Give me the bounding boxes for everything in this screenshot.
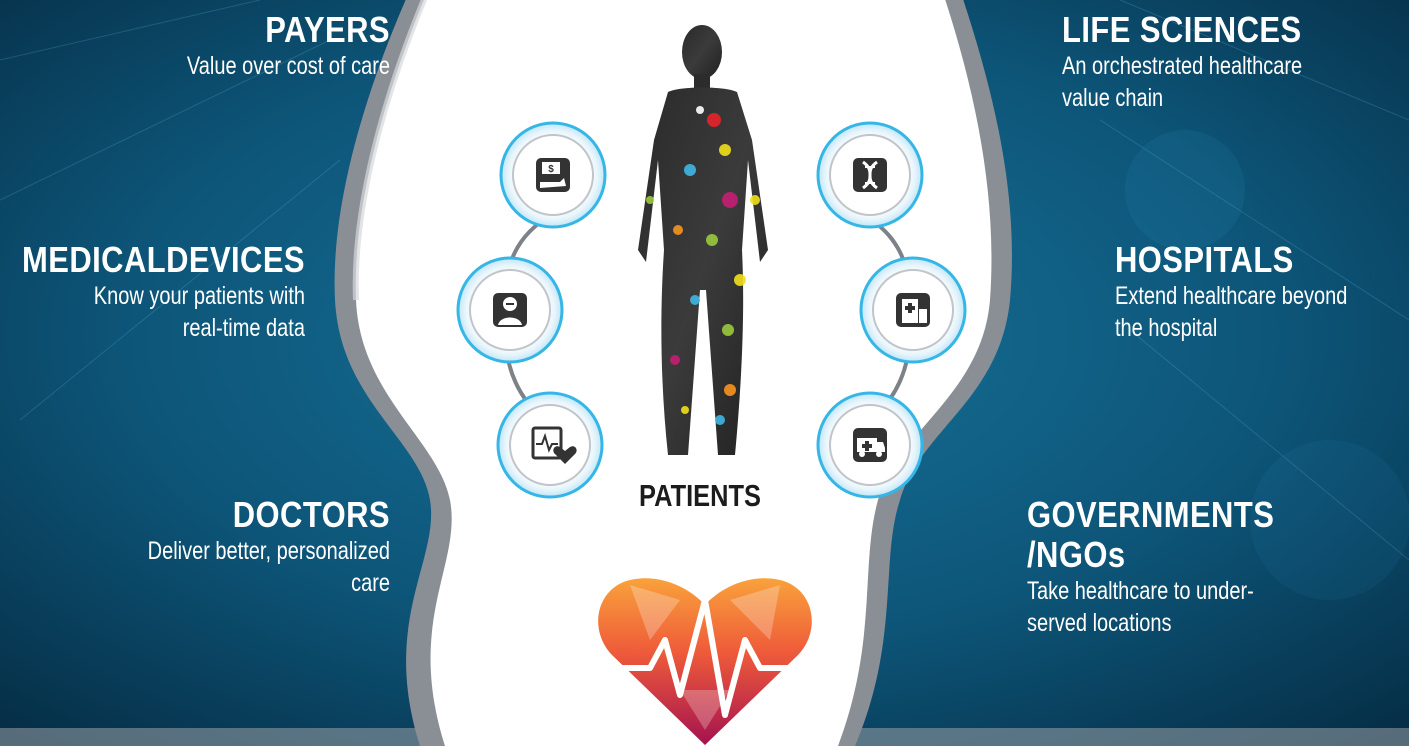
hospital-building-icon: [859, 256, 967, 364]
stakeholder-description: Deliver better, personalized care: [147, 537, 390, 597]
heart-pulse-graphic: [598, 578, 812, 745]
stakeholder-medical-devices: MEDICALDEVICES Know your patients with r…: [0, 240, 305, 344]
stakeholder-description: Know your patients with real-time data: [93, 282, 305, 342]
heart-monitor-icon: [496, 391, 604, 499]
stakeholder-hospitals: HOSPITALS Extend healthcare beyond the h…: [1115, 240, 1409, 344]
stakeholder-title: GOVERNMENTS /NGOs: [1027, 494, 1275, 575]
stakeholder-title: DOCTORS: [232, 494, 390, 535]
stakeholder-doctors: DOCTORS Deliver better, personalized car…: [40, 495, 390, 599]
doctor-icon: [456, 256, 564, 364]
stakeholder-description: Value over cost of care: [186, 52, 390, 80]
stakeholder-description: Extend healthcare beyond the hospital: [1115, 282, 1348, 342]
stakeholder-title: LIFE SCIENCES: [1062, 9, 1302, 50]
stakeholder-life-sciences: LIFE SCIENCES An orchestrated healthcare…: [1062, 10, 1392, 114]
stakeholder-description: Take healthcare to under- served locatio…: [1027, 577, 1254, 637]
stakeholder-payers: PAYERS Value over cost of care: [40, 10, 390, 82]
stakeholder-title: HOSPITALS: [1115, 239, 1294, 280]
stakeholder-description: An orchestrated healthcare value chain: [1062, 52, 1303, 112]
stakeholder-title: MEDICALDEVICES: [22, 239, 305, 280]
svg-text:$: $: [548, 164, 554, 175]
patient-silhouette: [638, 25, 768, 455]
payment-hand-icon: $: [499, 121, 607, 229]
stakeholder-title: PAYERS: [265, 9, 390, 50]
patients-label: PATIENTS: [639, 478, 761, 513]
dna-icon: [816, 121, 924, 229]
stakeholder-governments-ngos: GOVERNMENTS /NGOs Take healthcare to und…: [1027, 495, 1357, 639]
ambulance-icon: [816, 391, 924, 499]
